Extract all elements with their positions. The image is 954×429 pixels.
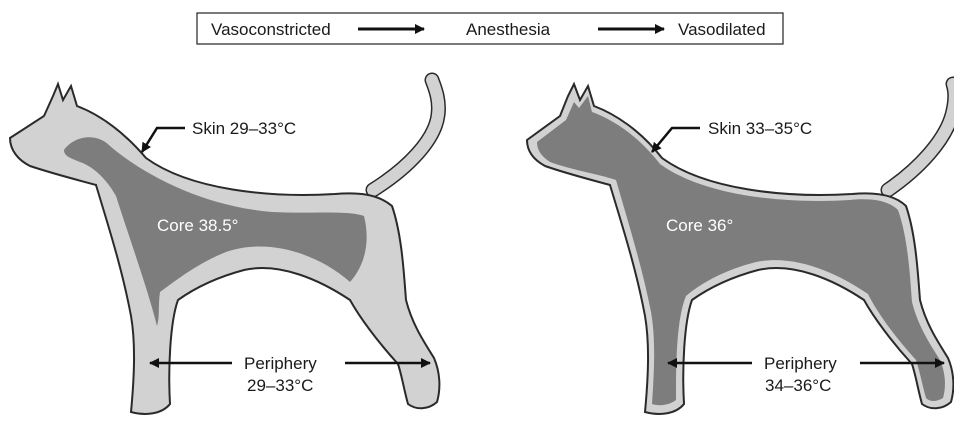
state-sequence-box: Vasoconstricted Anesthesia Vasodilated [197, 13, 783, 44]
state-vasodilated-label: Vasodilated [678, 20, 766, 39]
left-periphery-range: 29–33°C [247, 376, 313, 395]
right-skin-pointer [652, 128, 700, 152]
left-periphery-title: Periphery [244, 354, 317, 373]
right-dog-core [537, 96, 945, 405]
left-core-label: Core 38.5° [157, 216, 238, 235]
left-skin-pointer [142, 128, 185, 152]
right-periphery-title: Periphery [764, 354, 837, 373]
state-anesthesia-label: Anesthesia [466, 20, 551, 39]
state-vasoconstricted-label: Vasoconstricted [211, 20, 331, 39]
right-periphery-range: 34–36°C [765, 376, 831, 395]
right-skin-label: Skin 33–35°C [708, 119, 812, 138]
left-skin-label: Skin 29–33°C [192, 119, 296, 138]
right-core-label: Core 36° [666, 216, 733, 235]
